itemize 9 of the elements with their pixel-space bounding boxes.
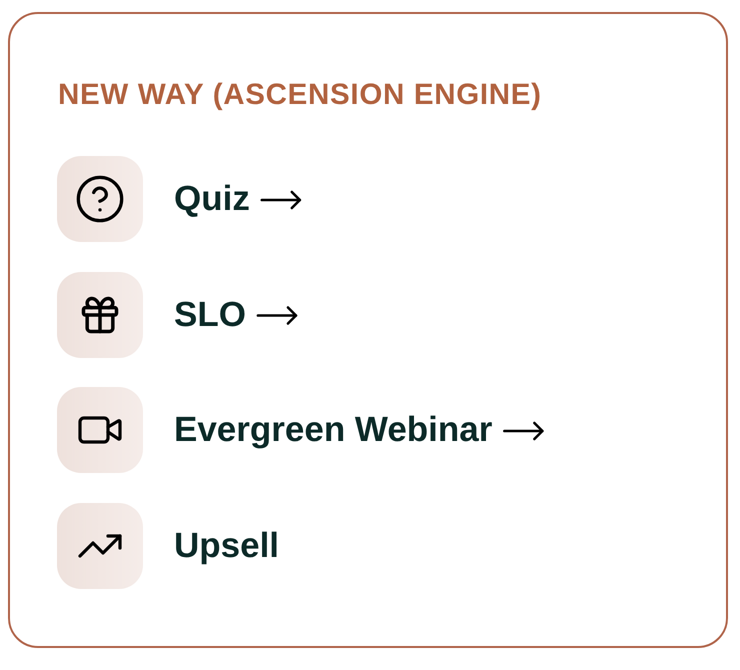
step-label: SLO bbox=[174, 294, 246, 334]
arrow bbox=[256, 306, 298, 325]
arrow bbox=[503, 422, 544, 440]
step-label: Evergreen Webinar bbox=[174, 410, 492, 450]
card-heading: NEW WAY (ASCENSION ENGINE) bbox=[58, 77, 542, 113]
card-panel bbox=[8, 12, 728, 648]
arrow bbox=[260, 190, 302, 210]
step-label: Upsell bbox=[174, 526, 280, 566]
step-label: Quiz bbox=[174, 179, 250, 219]
